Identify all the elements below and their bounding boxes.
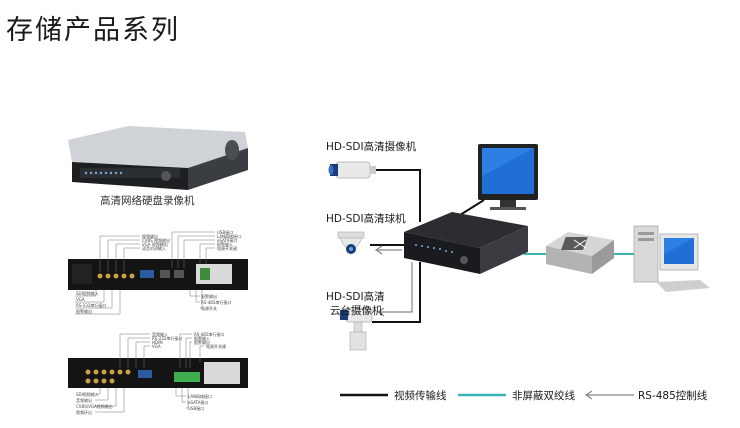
svg-text:LAN网络接口: LAN网络接口 — [188, 393, 212, 399]
svg-text:eSATA接口: eSATA接口 — [188, 399, 208, 405]
svg-text:SDI视频输入: SDI视频输入 — [76, 290, 99, 296]
svg-text:RS-485串行接口: RS-485串行接口 — [194, 331, 224, 337]
svg-text:SDI视频输入: SDI视频输入 — [76, 391, 99, 397]
nvr-product-image — [68, 126, 248, 190]
legend-swatch-rs485 — [584, 390, 634, 400]
camera-label-ptz-line2: 云台摄像机 — [330, 305, 383, 317]
svg-text:电源开关键: 电源开关键 — [206, 343, 226, 349]
dome-camera-icon — [337, 231, 365, 254]
rs485-arrows — [374, 245, 413, 317]
page-title: 存储产品系列 — [6, 15, 180, 46]
svg-text:报警输出: 报警输出 — [201, 293, 217, 299]
nvr-caption: 高清网络硬盘录像机 — [100, 195, 195, 207]
svg-text:视频输出: 视频输出 — [142, 233, 158, 239]
legend-label-twisted-pair: 非屏蔽双绞线 — [512, 390, 575, 402]
svg-text:报警输入: 报警输入 — [194, 335, 210, 341]
dvr-icon — [404, 212, 528, 274]
svg-text:RS-232串行接口: RS-232串行接口 — [76, 302, 106, 308]
pc-workstation-icon — [633, 225, 710, 292]
svg-text:报警输出: 报警输出 — [76, 308, 92, 314]
camera-label-hd-sdi: HD-SDI高清摄像机 — [326, 141, 417, 153]
svg-text:CVBS 视频输出: CVBS 视频输出 — [142, 237, 170, 243]
svg-text:VGA: VGA — [76, 297, 85, 302]
ptz-camera-icon — [340, 307, 373, 351]
svg-text:USB接口: USB接口 — [188, 405, 204, 411]
legend-label-video: 视频传输线 — [394, 390, 447, 402]
svg-text:USB接口: USB接口 — [217, 229, 233, 235]
svg-text:报警输出: 报警输出 — [194, 339, 210, 345]
camera-label-ptz-line1: HD-SDI高清 — [326, 291, 385, 303]
svg-text:电源开关: 电源开关 — [201, 305, 217, 311]
svg-text:视频环出: 视频环出 — [76, 409, 92, 415]
svg-text:RS-485串行接口: RS-485串行接口 — [201, 299, 231, 305]
svg-text:报警输入: 报警输入 — [217, 241, 233, 247]
svg-text:eSATA接口: eSATA接口 — [217, 237, 237, 243]
svg-text:HDMI: HDMI — [152, 340, 163, 345]
svg-text:音频输出: 音频输出 — [76, 397, 92, 403]
svg-text:RS-232串行接口: RS-232串行接口 — [152, 335, 182, 341]
svg-text:CVBS/VGA视频输出: CVBS/VGA视频输出 — [76, 403, 113, 409]
monitor-icon — [478, 144, 538, 210]
svg-text:VGA 视频输出: VGA 视频输出 — [142, 241, 168, 247]
network-switch-icon — [546, 232, 614, 274]
camera-label-dome: HD-SDI高清球机 — [326, 213, 406, 225]
svg-text:语音对讲输入: 语音对讲输入 — [142, 245, 166, 251]
svg-text:VGA: VGA — [152, 344, 161, 349]
svg-text:电源开关键: 电源开关键 — [217, 245, 237, 251]
legend-label-rs485: RS-485控制线 — [638, 390, 708, 402]
box-camera-icon — [328, 161, 376, 179]
svg-text:音频输入: 音频输入 — [152, 331, 168, 337]
svg-text:LAN网络接口: LAN网络接口 — [217, 233, 241, 239]
